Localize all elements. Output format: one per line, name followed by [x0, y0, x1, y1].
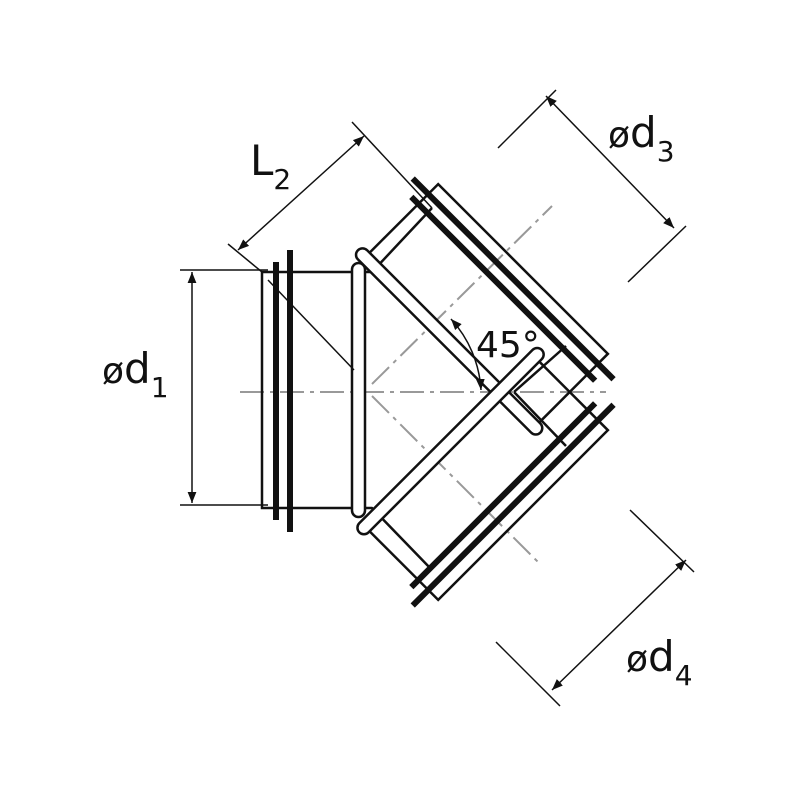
inlet-d1: [260, 250, 367, 532]
d4-extension-b: [629, 509, 695, 573]
outlet-d4-sleeve: [365, 357, 610, 602]
label-d3: ød3: [608, 108, 675, 168]
center-lines: [240, 205, 606, 565]
outlet-d4: [356, 346, 616, 608]
l2-extension-right: [351, 121, 433, 209]
inlet-d1-bead: [350, 261, 367, 519]
outlet-d4-gasket-b: [410, 402, 616, 608]
outlet-d4-gasket-a: [409, 401, 598, 590]
dimension-l2: [227, 121, 433, 273]
label-l2: L2: [250, 136, 292, 196]
l2-extension-left: [227, 243, 263, 273]
outlet-d3-gasket-b: [410, 176, 616, 382]
label-angle: 45°: [476, 325, 540, 366]
inlet-d1-sleeve: [260, 270, 360, 510]
outlet-d3-gasket-a: [409, 194, 598, 383]
d4-extension-a: [495, 641, 561, 707]
d3-dimension-line: [545, 95, 675, 229]
label-d4: ød4: [626, 632, 693, 692]
outlet-d4-bead: [356, 346, 545, 536]
dimension-d4: [495, 509, 695, 707]
dimension-d1: [180, 269, 268, 506]
fitting-body: [360, 207, 567, 571]
dimension-d3: [497, 89, 687, 283]
dimension-angle: [450, 318, 485, 391]
label-d1: ød1: [102, 344, 169, 404]
d3-extension-b: [627, 225, 687, 283]
l2-dimension-line: [237, 135, 365, 251]
inlet-d1-section-line: [267, 279, 355, 371]
angle-arc: [450, 318, 485, 391]
branch-axis-upper: [371, 205, 553, 385]
d3-extension-a: [497, 89, 557, 149]
outlet-d3-sleeve: [365, 182, 610, 427]
d4-dimension-line: [551, 559, 687, 691]
